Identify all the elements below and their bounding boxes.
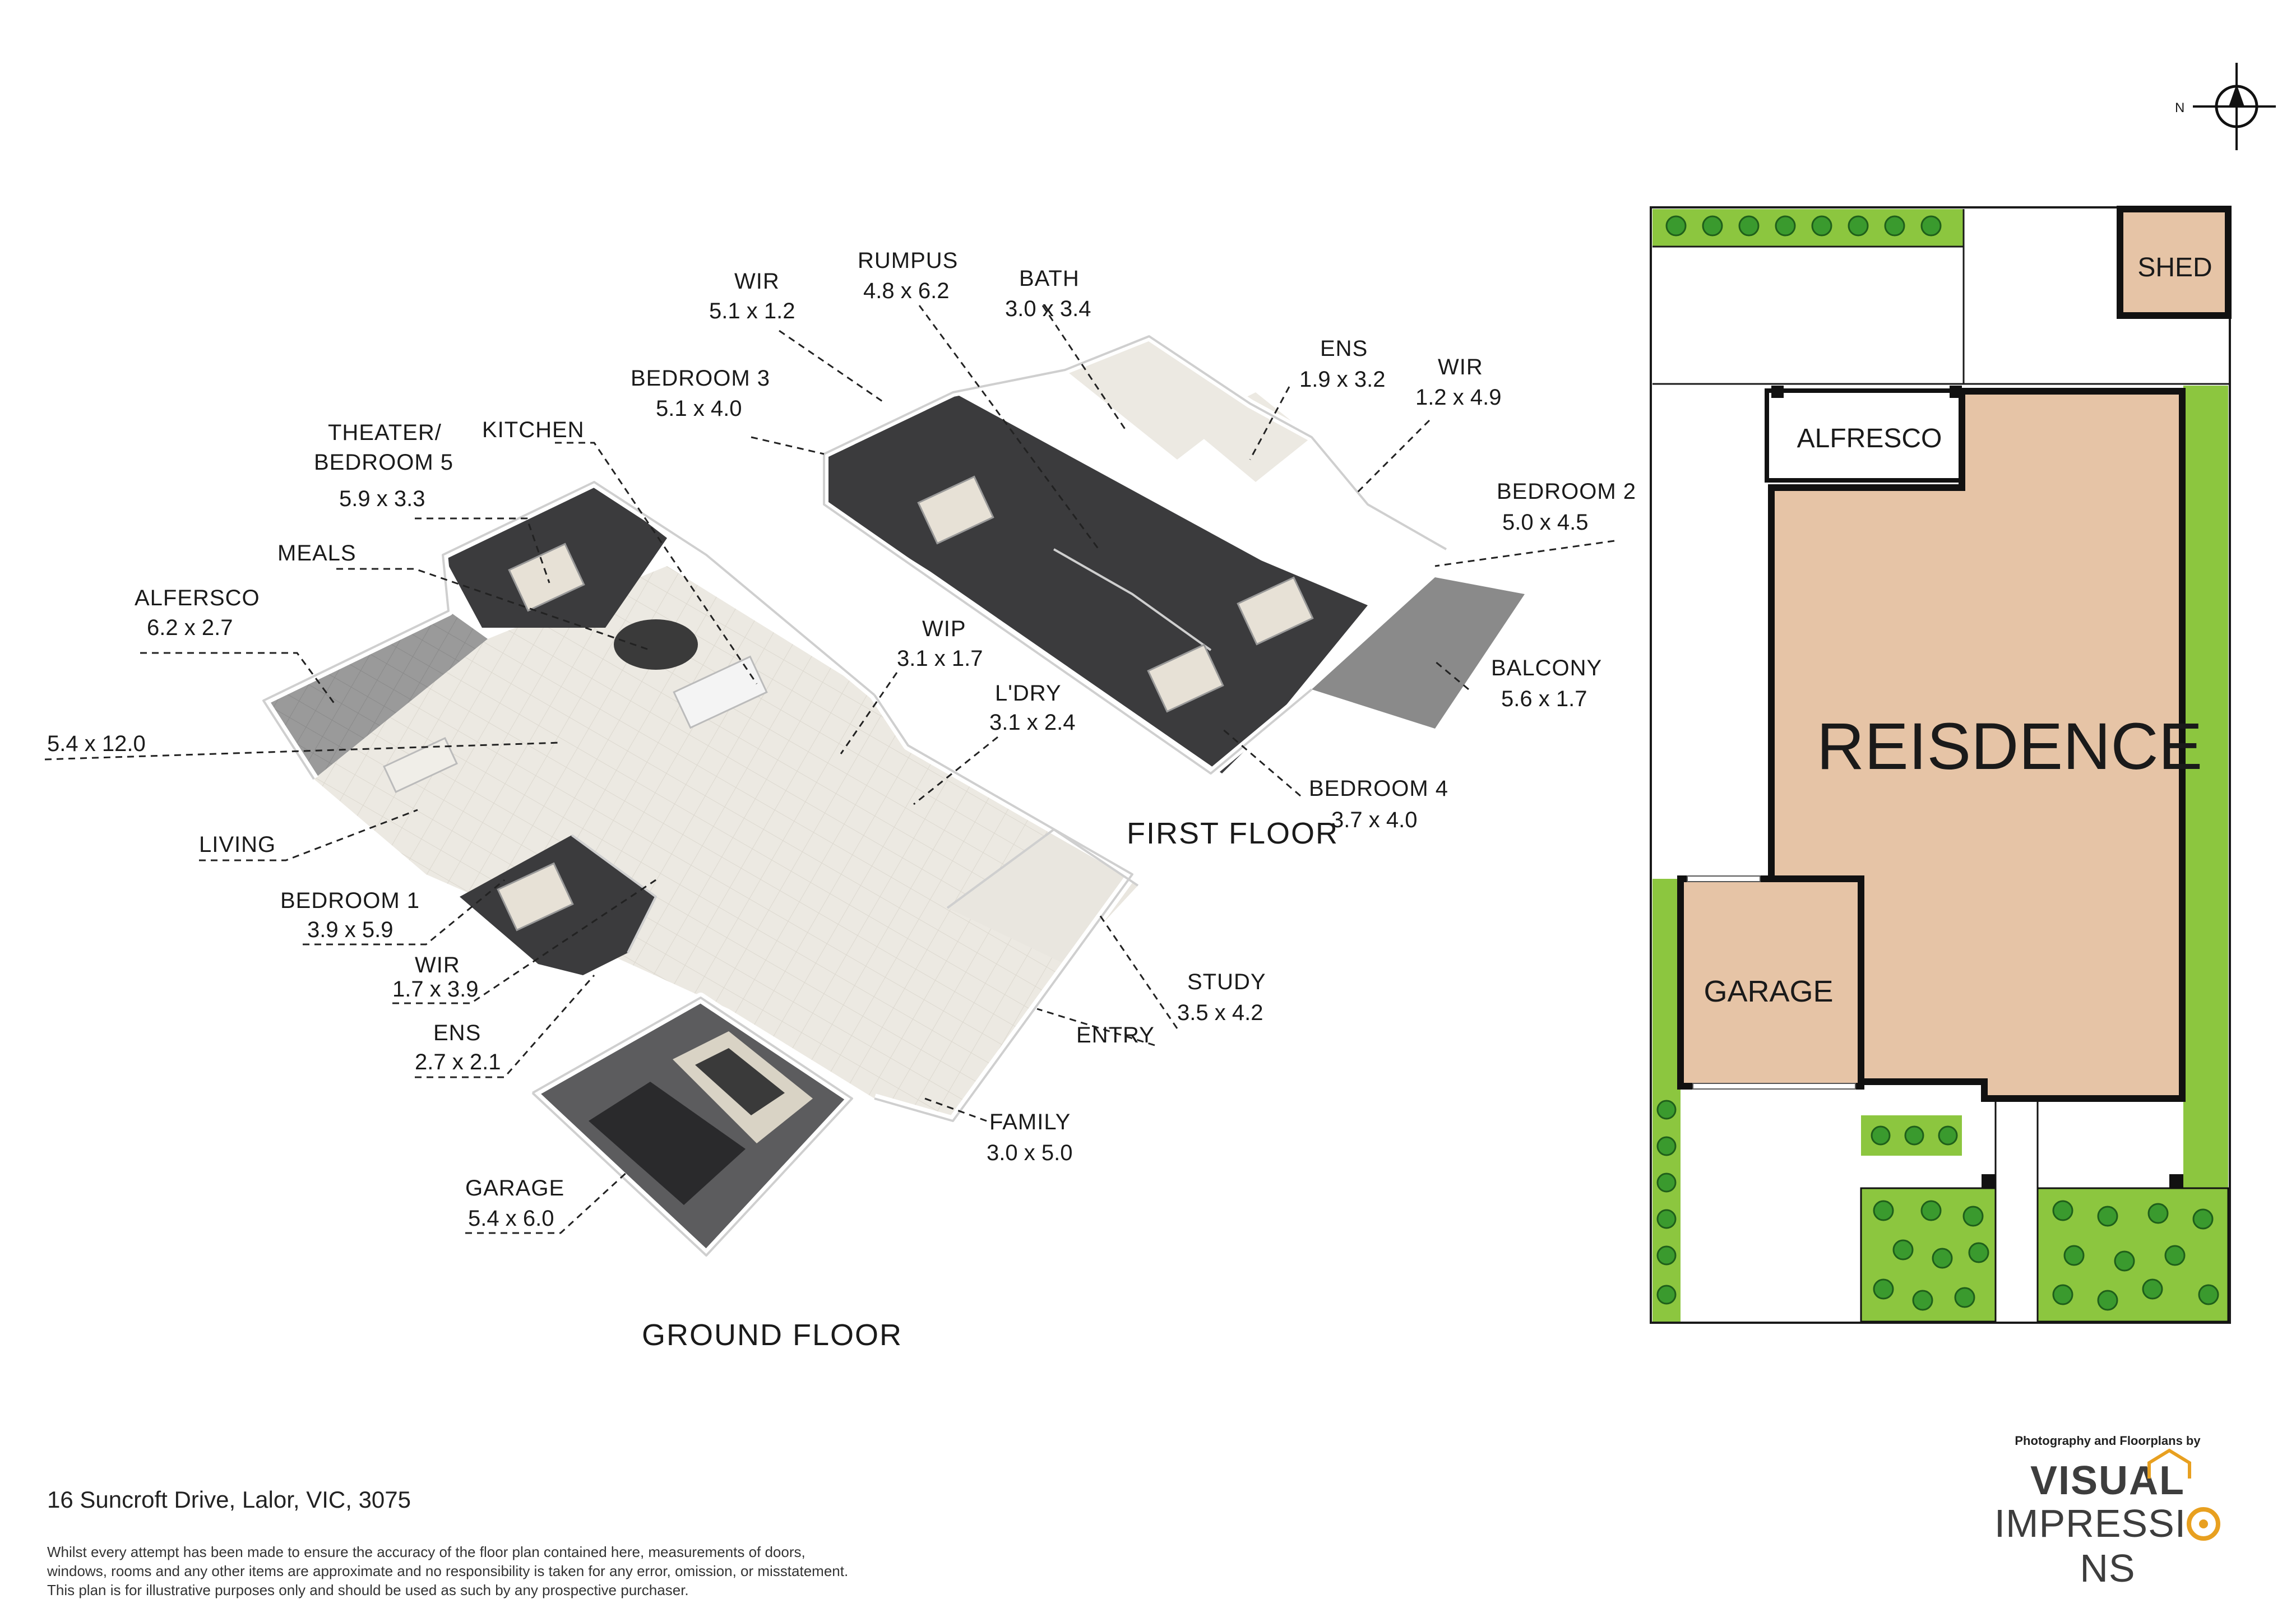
size-bath: 3.0 x 3.4 — [1005, 296, 1091, 321]
svg-text:ALFRESCO: ALFRESCO — [1797, 424, 1942, 453]
bed-1 — [497, 862, 574, 932]
kitchen-island — [673, 655, 768, 729]
label-ens-ground: ENS — [433, 1021, 481, 1045]
label-study: STUDY — [1187, 970, 1266, 994]
lawn-top — [1652, 209, 1964, 247]
ground-floor-plan — [258, 477, 1139, 1260]
bed-4 — [1147, 643, 1224, 713]
size-bedroom4: 3.7 x 4.0 — [1331, 808, 1417, 832]
label-bedroom5: BEDROOM 5 — [314, 450, 453, 475]
property-address: 16 Suncroft Drive, Lalor, VIC, 3075 — [47, 1486, 411, 1513]
label-wip: WIP — [922, 617, 966, 641]
size-bedroom1: 3.9 x 5.9 — [307, 917, 393, 942]
trees-top — [1665, 215, 1942, 237]
size-main-living: 5.4 x 12.0 — [47, 731, 146, 756]
room-labels: KITCHEN THEATER/ BEDROOM 5 5.9 x 3.3 MEA… — [47, 248, 1636, 1352]
leader-lines — [44, 305, 1615, 1234]
svg-text:REISDENCE: REISDENCE — [1817, 710, 2202, 784]
size-family: 3.0 x 5.0 — [987, 1141, 1072, 1165]
lawn-right — [2183, 386, 2228, 1188]
brand-line-2b: NS — [2080, 1546, 2136, 1590]
size-laundry: 3.1 x 2.4 — [989, 710, 1075, 735]
size-wir-ground: 1.7 x 3.9 — [392, 977, 478, 1002]
svg-text:N: N — [2175, 100, 2184, 115]
label-laundry: L'DRY — [995, 681, 1062, 706]
label-garage-ground: GARAGE — [465, 1176, 564, 1201]
meals-table — [614, 619, 698, 670]
title-first-floor: FIRST FLOOR — [1127, 817, 1339, 850]
size-ens-first: 1.9 x 3.2 — [1299, 367, 1385, 392]
brand-line-1: VISUAL — [2030, 1458, 2186, 1503]
size-wir-first-2: 1.2 x 4.9 — [1415, 385, 1501, 410]
svg-text:SHED: SHED — [2137, 253, 2212, 282]
compass-north-icon: N — [2175, 63, 2276, 150]
size-alfresco: 6.2 x 2.7 — [147, 615, 233, 640]
label-bedroom2: BEDROOM 2 — [1497, 479, 1636, 504]
label-kitchen: KITCHEN — [482, 418, 585, 442]
disclaimer-line: This plan is for illustrative purposes o… — [47, 1582, 689, 1598]
bed-2 — [1237, 576, 1314, 646]
alfresco-paving — [263, 611, 488, 779]
logo-house-icon — [2147, 1448, 2191, 1479]
label-bedroom4: BEDROOM 4 — [1309, 776, 1448, 801]
label-bath: BATH — [1019, 266, 1080, 291]
label-wir-first-2: WIR — [1438, 355, 1483, 379]
size-wip: 3.1 x 1.7 — [897, 646, 983, 671]
label-theater: THEATER/ — [328, 420, 442, 445]
label-rumpus: RUMPUS — [858, 248, 958, 273]
label-wir-first: WIR — [734, 269, 780, 294]
balcony-floor — [1312, 577, 1525, 729]
size-wir-first: 5.1 x 1.2 — [709, 299, 795, 323]
first-floor-plan — [820, 332, 1525, 778]
brand-line-2a: IMPRESSI — [1994, 1501, 2187, 1545]
size-study: 3.5 x 4.2 — [1177, 1000, 1263, 1025]
label-entry: ENTRY — [1076, 1023, 1155, 1048]
living-sofa — [383, 736, 458, 794]
disclaimer-line: windows, rooms and any other items are a… — [47, 1563, 849, 1579]
brand-line-2: IMPRESSI NS — [1979, 1501, 2237, 1591]
size-theater: 5.9 x 3.3 — [339, 486, 425, 511]
label-bedroom1: BEDROOM 1 — [280, 888, 420, 913]
ens-tiles — [1188, 392, 1312, 482]
aperture-icon — [2187, 1507, 2221, 1541]
disclaimer: Whilst every attempt has been made to en… — [47, 1542, 966, 1600]
label-ens-first: ENS — [1320, 336, 1368, 361]
ground-floor-tiles — [314, 566, 1132, 1121]
cars — [589, 1031, 813, 1205]
size-balcony: 5.6 x 1.7 — [1501, 687, 1587, 711]
garage-site — [1677, 875, 1864, 1090]
site-plan: SHED ALFRESCO REISDENCE GARAGE — [1650, 206, 2232, 1324]
label-wir-ground: WIR — [415, 953, 460, 977]
label-alfresco: ALFERSCO — [135, 586, 260, 610]
bed-theater — [508, 543, 585, 612]
bed-3 — [917, 475, 994, 545]
size-garage-ground: 5.4 x 6.0 — [468, 1206, 554, 1231]
disclaimer-line: Whilst every attempt has been made to en… — [47, 1544, 806, 1560]
label-family: FAMILY — [989, 1110, 1071, 1134]
credit-logo: Photography and Floorplans by VISUAL IMP… — [1979, 1434, 2237, 1591]
label-meals: MEALS — [277, 541, 357, 566]
title-ground-floor: GROUND FLOOR — [642, 1318, 902, 1352]
shed — [2117, 206, 2232, 319]
size-bedroom2: 5.0 x 4.5 — [1502, 510, 1588, 535]
size-rumpus: 4.8 x 6.2 — [863, 279, 949, 303]
label-balcony: BALCONY — [1491, 656, 1602, 680]
size-bedroom3: 5.1 x 4.0 — [656, 396, 742, 421]
svg-text:GARAGE: GARAGE — [1704, 975, 1833, 1008]
size-ens-ground: 2.7 x 2.1 — [415, 1050, 501, 1074]
credit-caption: Photography and Floorplans by — [2015, 1434, 2201, 1448]
label-living: LIVING — [199, 832, 276, 857]
label-bedroom3: BEDROOM 3 — [631, 366, 770, 391]
